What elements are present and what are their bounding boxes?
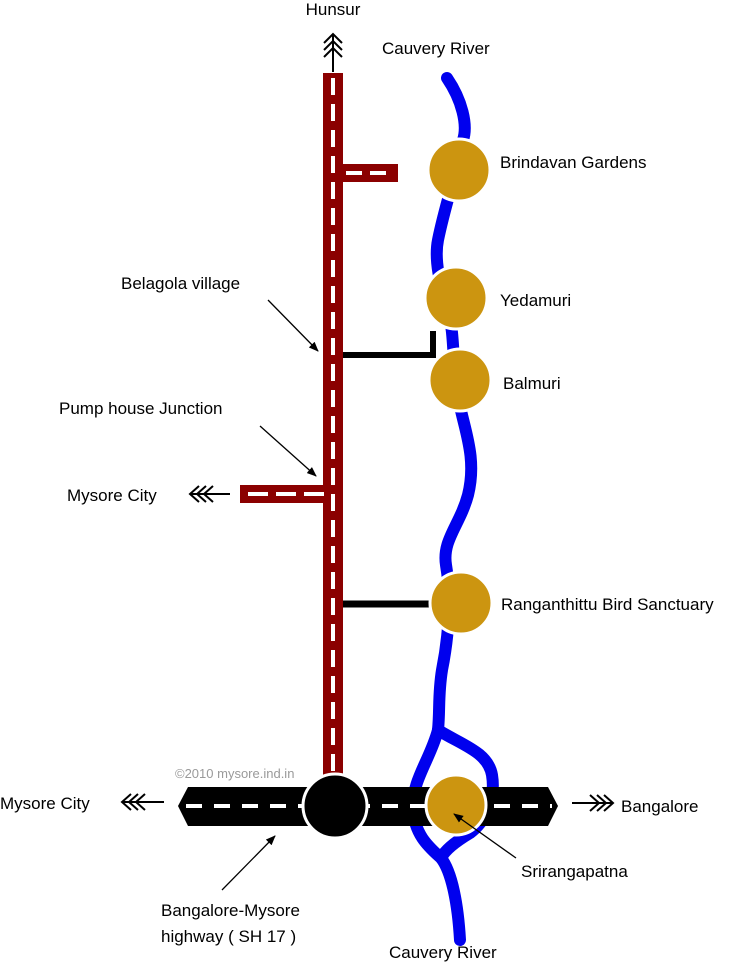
river-bottom-label: Cauvery River <box>389 943 497 962</box>
ranganthittu-label: Ranganthittu Bird Sanctuary <box>501 595 714 614</box>
highway-label-line1: Bangalore-Mysore <box>161 901 300 920</box>
pump-house-leader <box>259 425 317 477</box>
mysore-city-mid-label: Mysore City <box>67 486 157 505</box>
bangalore-label: Bangalore <box>621 797 699 816</box>
balmuri-link-road <box>343 331 436 358</box>
mysore-city-highway-arrow <box>120 793 164 811</box>
mysore-city-mid-arrow <box>188 485 230 503</box>
srirangapatna-label: Srirangapatna <box>521 862 628 881</box>
belagola-village-label: Belagola village <box>121 274 240 293</box>
pump-house-junction-label: Pump house Junction <box>59 399 223 418</box>
mysore-city-branch-road <box>240 485 330 503</box>
copyright-credit: ©2010 mysore.ind.in <box>175 766 294 781</box>
river-top-label: Cauvery River <box>382 39 490 58</box>
place-balmuri-marker <box>427 347 493 413</box>
belagola-leader <box>267 299 319 352</box>
leader-lines <box>221 299 517 891</box>
place-ranganthittu-marker <box>428 570 494 636</box>
yedamuri-label: Yedamuri <box>500 291 571 310</box>
hunsur-label: Hunsur <box>306 0 361 19</box>
brindavan-gardens-label: Brindavan Gardens <box>500 153 646 172</box>
place-brindavan-gardens-marker <box>426 137 492 203</box>
mysore-city-highway-label: Mysore City <box>0 794 90 813</box>
srirangapatna-leader <box>453 813 517 859</box>
place-yedamuri-marker <box>423 265 489 331</box>
highway-leader <box>221 835 276 891</box>
highway-junction <box>301 772 369 840</box>
place-srirangapatna-marker <box>424 773 488 837</box>
balmuri-label: Balmuri <box>503 374 561 393</box>
hunsur-direction-arrow <box>323 32 343 72</box>
highway-label-line2: highway ( SH 17 ) <box>161 927 296 946</box>
brindavan-spur-body <box>340 164 398 182</box>
brindavan-spur-road <box>340 164 398 182</box>
river-west-branch <box>406 724 466 946</box>
hunsur-road <box>323 73 343 780</box>
bangalore-direction-arrow <box>572 794 615 812</box>
